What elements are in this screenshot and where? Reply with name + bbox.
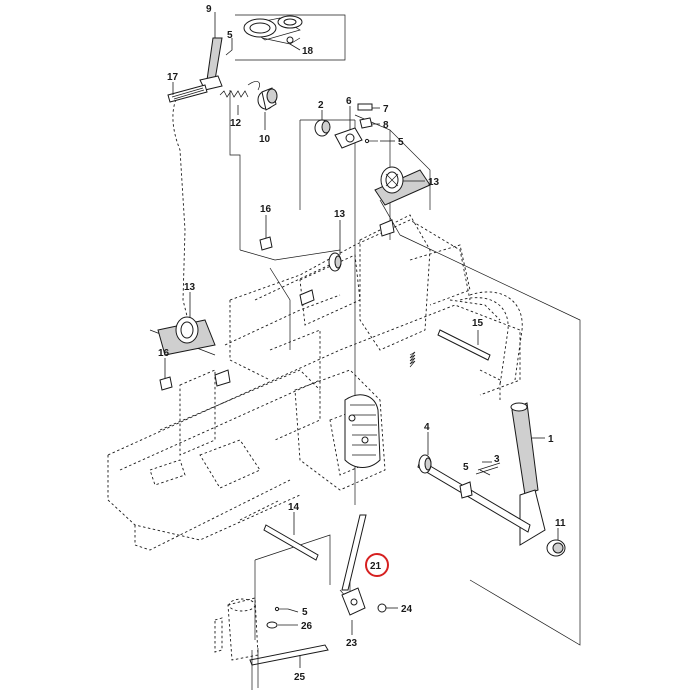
callout-21: 21: [370, 561, 382, 572]
callout-24: 24: [401, 604, 413, 615]
shaft-assembly: [417, 454, 531, 533]
callout-16-upper: 16: [260, 204, 272, 215]
screw-5-right: [479, 469, 491, 476]
callout-12: 12: [230, 118, 242, 129]
leader-lines: [164, 12, 559, 668]
callout-5-top: 5: [227, 30, 233, 41]
screw-5-upper: [364, 138, 378, 144]
rod-15: [437, 329, 491, 361]
callout-9: 9: [206, 4, 212, 15]
callout-8: 8: [383, 120, 389, 131]
pulley-13-upper: [374, 166, 431, 206]
callout-13-middle: 13: [334, 209, 346, 220]
callout-16-lower: 16: [158, 348, 170, 359]
callout-17: 17: [167, 72, 179, 83]
callout-5-right: 5: [463, 462, 469, 473]
callout-7: 7: [383, 104, 389, 115]
callout-2: 2: [318, 100, 324, 111]
callout-6: 6: [346, 96, 352, 107]
rod-14: [263, 524, 319, 561]
lower-pedal-assembly: [214, 597, 329, 690]
callout-26: 26: [301, 621, 313, 632]
pulley-13-left: [157, 316, 216, 356]
callout-5-upper: 5: [398, 137, 404, 148]
frame-details: [214, 219, 395, 444]
callout-25: 25: [294, 672, 306, 683]
cable-17: [167, 84, 208, 321]
bracket-6: [334, 127, 363, 149]
nut-16-lower: [159, 376, 173, 391]
spring-12: [219, 81, 260, 98]
callout-10: 10: [259, 134, 271, 145]
callout-3: 3: [494, 454, 500, 465]
pulley-13-middle: [328, 252, 342, 272]
bushing-2: [314, 119, 331, 137]
callout-11: 11: [555, 518, 566, 529]
rod-21: [339, 514, 367, 599]
callout-5-lower: 5: [302, 607, 308, 618]
gear-segment: [344, 394, 381, 468]
lever-rod-9: [199, 37, 223, 91]
callout-15: 15: [472, 318, 484, 329]
callout-13-left: 13: [184, 282, 196, 293]
callout-18: 18: [302, 46, 314, 57]
callout-4: 4: [424, 422, 430, 433]
bolt-7: [357, 103, 373, 111]
callout-13-upper: 13: [428, 177, 440, 188]
assembly-lines: [149, 90, 581, 646]
center-spring: [409, 351, 416, 368]
callout-labels: 1 2 3 4 5 5 5 5 6 7 8 9 10 11 12 13 13 1…: [158, 4, 566, 683]
mower-frame: [107, 214, 523, 551]
top-inset-pulley: [235, 14, 346, 61]
knob-11: [546, 539, 566, 557]
nut-8: [359, 117, 373, 129]
highlight-ring-21: [365, 553, 389, 577]
bushing-10: [257, 87, 278, 111]
bracket-23: [341, 587, 366, 616]
nut-24: [377, 603, 387, 613]
callout-23: 23: [346, 638, 358, 649]
pin-3: [475, 462, 501, 475]
callout-14: 14: [288, 502, 300, 513]
callout-1: 1: [548, 434, 554, 445]
nut-16-upper: [259, 236, 273, 251]
